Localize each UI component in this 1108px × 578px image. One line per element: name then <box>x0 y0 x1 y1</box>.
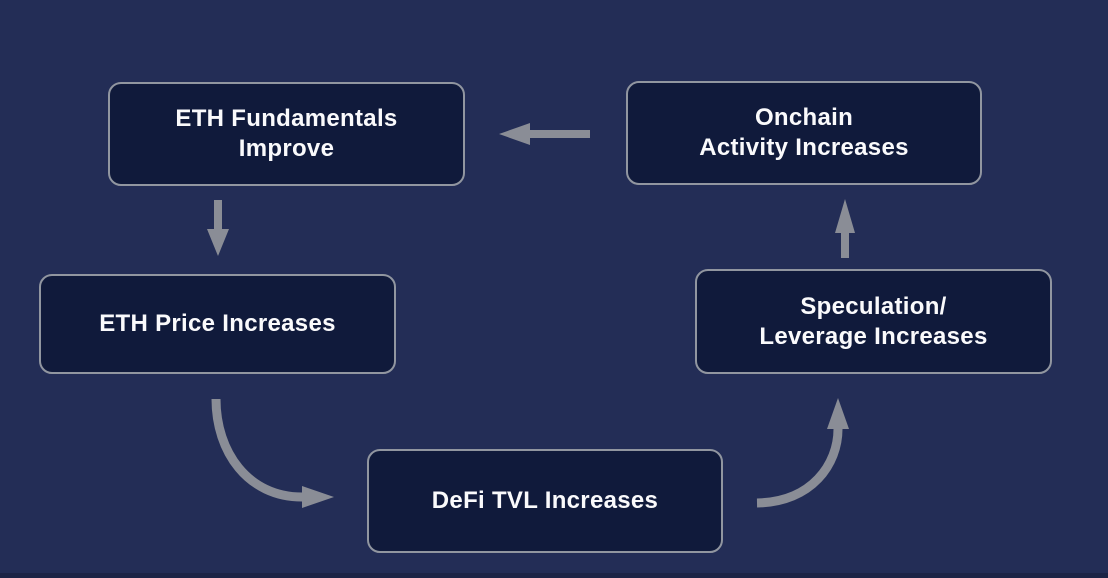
curved-down-right-arrow-icon <box>211 398 334 508</box>
node-label: ETH Price Increases <box>99 310 336 337</box>
curved-right-up-arrow-icon <box>756 398 849 508</box>
node-eth-price-increases: ETH Price Increases <box>39 274 396 374</box>
bottom-edge-shade <box>0 573 1108 578</box>
node-speculation-leverage-increases: Speculation/ Leverage Increases <box>695 269 1052 374</box>
node-label: Onchain Activity Increases <box>699 104 909 161</box>
node-onchain-activity-increases: Onchain Activity Increases <box>626 81 982 185</box>
node-label: Speculation/ Leverage Increases <box>759 292 988 350</box>
node-label: ETH Fundamentals Improve <box>175 105 398 162</box>
node-label: DeFi TVL Increases <box>431 487 659 514</box>
down-arrow-icon <box>207 200 229 256</box>
up-arrow-icon <box>835 199 855 258</box>
left-arrow-icon <box>499 123 590 145</box>
node-defi-tvl-increases: DeFi TVL Increases <box>367 449 723 553</box>
node-eth-fundamentals-improve: ETH Fundamentals Improve <box>108 82 465 186</box>
